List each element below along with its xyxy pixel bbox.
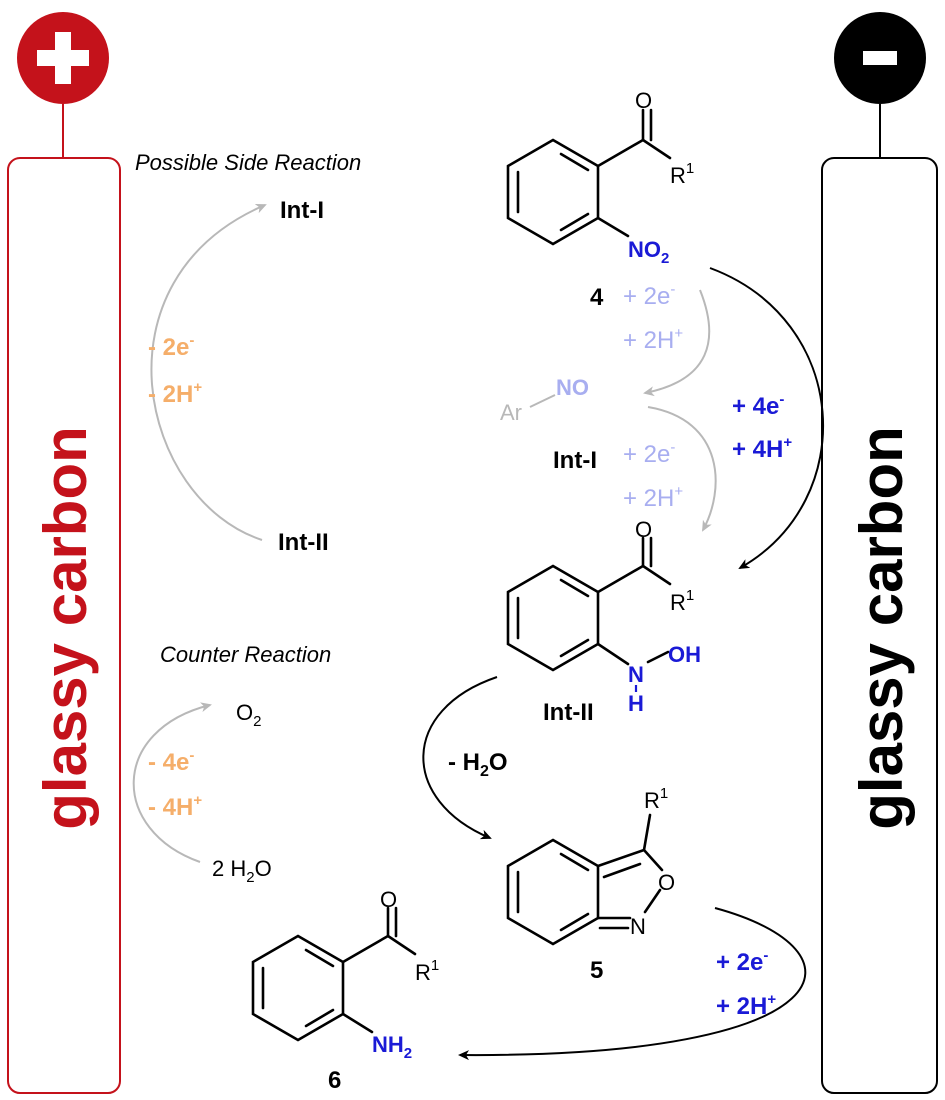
- step2-protons: + 2H+: [623, 483, 683, 512]
- side-reaction-title: Possible Side Reaction: [135, 150, 361, 175]
- counter-product-o2: O2: [236, 700, 261, 730]
- int-ii-compound: O R1 N OH H Int-II: [506, 517, 701, 726]
- compound-4: O R1 NO2 4: [506, 88, 694, 311]
- compound-4-r1: R1: [670, 160, 694, 188]
- main-electrons: + 4e-: [732, 391, 784, 420]
- nitroso-group: NO: [556, 375, 589, 400]
- nitroso-label-int-i: Int-I: [553, 447, 597, 474]
- final-reduction: + 2e- + 2H+: [458, 907, 807, 1061]
- int-ii-h: H: [628, 691, 644, 716]
- reduction-step-1: + 2e- + 2H+: [623, 281, 711, 397]
- dehydration-step: - H2O: [422, 676, 508, 840]
- dehydration-label: - H2O: [448, 749, 508, 780]
- compound-6-amine: NH2: [372, 1032, 412, 1062]
- step2-electrons: + 2e-: [623, 439, 675, 468]
- minus-icon: [863, 51, 897, 65]
- cathode-electrode: glassy carbon: [821, 12, 938, 1094]
- counter-reaction-arrow: [132, 702, 212, 863]
- nitroso-intermediate: Ar NO Int-I: [500, 375, 597, 474]
- final-reduction-arrow: [458, 907, 807, 1061]
- counter-electrons: - 4e-: [148, 747, 194, 776]
- final-electrons: + 2e-: [716, 947, 768, 976]
- compound-5-r1: R1: [644, 785, 668, 813]
- counter-reaction-title: Counter Reaction: [160, 642, 331, 667]
- compound-4-ring: [506, 138, 600, 246]
- plus-icon-vertical: [55, 32, 71, 84]
- int-ii-ring: [506, 564, 600, 672]
- side-protons: - 2H+: [148, 379, 202, 408]
- int-ii-oh: OH: [668, 642, 701, 667]
- compound-4-label: 4: [590, 284, 604, 311]
- cathode-plate: [821, 157, 938, 1094]
- compound-6-label: 6: [328, 1067, 341, 1094]
- compound-4-nitro: NO2: [628, 237, 669, 267]
- counter-reaction: Counter Reaction O2 2 H2O - 4e- - 4H+: [132, 642, 331, 886]
- compound-5: R1 O N 5: [506, 785, 675, 984]
- int-ii-oxygen: O: [635, 517, 652, 542]
- nitroso-ar: Ar: [500, 400, 522, 425]
- compound-5-benzo-ring: [506, 838, 600, 946]
- compound-5-n: N: [630, 914, 646, 939]
- counter-protons: - 4H+: [148, 792, 202, 821]
- anode-label: glassy carbon: [32, 426, 99, 830]
- anode-plate: [7, 157, 121, 1094]
- compound-6: O R1 NH2 6: [251, 887, 439, 1094]
- compound-5-label: 5: [590, 957, 603, 984]
- main-reduction: + 4e- + 4H+: [709, 267, 825, 569]
- step2-arrow: [647, 406, 717, 532]
- reduction-step-2: + 2e- + 2H+: [623, 406, 717, 532]
- cathode-label: glassy carbon: [848, 426, 915, 830]
- step1-electrons: + 2e-: [623, 281, 675, 310]
- side-reaction-arrow: [150, 203, 267, 541]
- compound-5-o: O: [658, 870, 675, 895]
- side-reactant-int-ii: Int-II: [278, 529, 329, 556]
- side-electrons: - 2e-: [148, 332, 194, 361]
- counter-reactant-water: 2 H2O: [212, 856, 272, 886]
- int-ii-label: Int-II: [543, 699, 594, 726]
- step1-arrow: [643, 289, 711, 397]
- compound-6-ring: [251, 934, 345, 1042]
- main-reduction-arrow: [709, 267, 825, 569]
- side-product-int-i: Int-I: [280, 197, 324, 224]
- compound-4-oxygen: O: [635, 88, 652, 113]
- anode-electrode: glassy carbon: [7, 12, 121, 1094]
- main-protons: + 4H+: [732, 434, 792, 463]
- int-ii-n: N: [628, 662, 644, 687]
- final-protons: + 2H+: [716, 991, 776, 1020]
- dehydration-arrow: [422, 676, 498, 840]
- compound-6-oxygen: O: [380, 887, 397, 912]
- int-ii-r1: R1: [670, 587, 694, 615]
- step1-protons: + 2H+: [623, 325, 683, 354]
- side-reaction: Possible Side Reaction Int-I Int-II - 2e…: [135, 150, 361, 556]
- compound-6-r1: R1: [415, 957, 439, 985]
